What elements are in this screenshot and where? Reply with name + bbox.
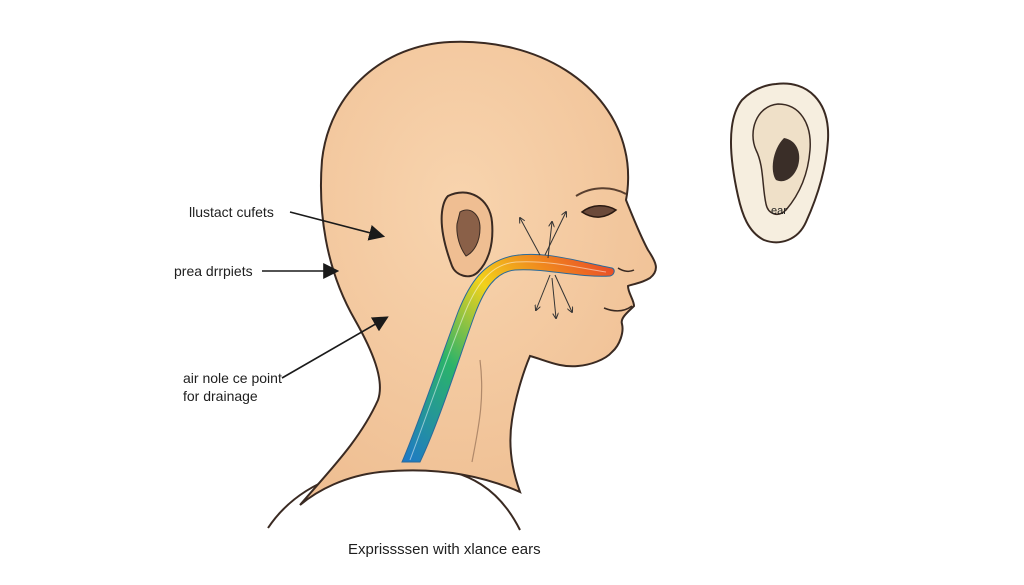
ear-inset <box>730 82 830 244</box>
eye <box>580 205 618 218</box>
label-bottom: air nole ce point for drainage <box>183 369 282 405</box>
neck-line <box>471 359 483 463</box>
air-flow-arrows <box>520 212 572 318</box>
mouth <box>603 305 633 312</box>
label-top: llustact cufets <box>189 204 274 220</box>
head-ear-inner <box>456 209 481 257</box>
pointer-arrow-top <box>289 211 386 241</box>
label-bottom-line1: air nole ce point <box>183 370 282 386</box>
drainage-tube <box>401 253 615 463</box>
label-bottom-line2: for drainage <box>183 388 258 404</box>
drainage-tube-inner-line <box>409 261 607 461</box>
diagram-caption: Exprissssen with xlance ears <box>348 541 541 558</box>
eyebrow <box>575 187 627 197</box>
nostril <box>617 267 635 273</box>
label-middle: prea drrpiets <box>174 263 253 279</box>
ear-inset-label: ear <box>771 205 787 217</box>
pointer-arrow-bottom <box>281 316 389 379</box>
ear-canal-icon <box>772 138 800 182</box>
